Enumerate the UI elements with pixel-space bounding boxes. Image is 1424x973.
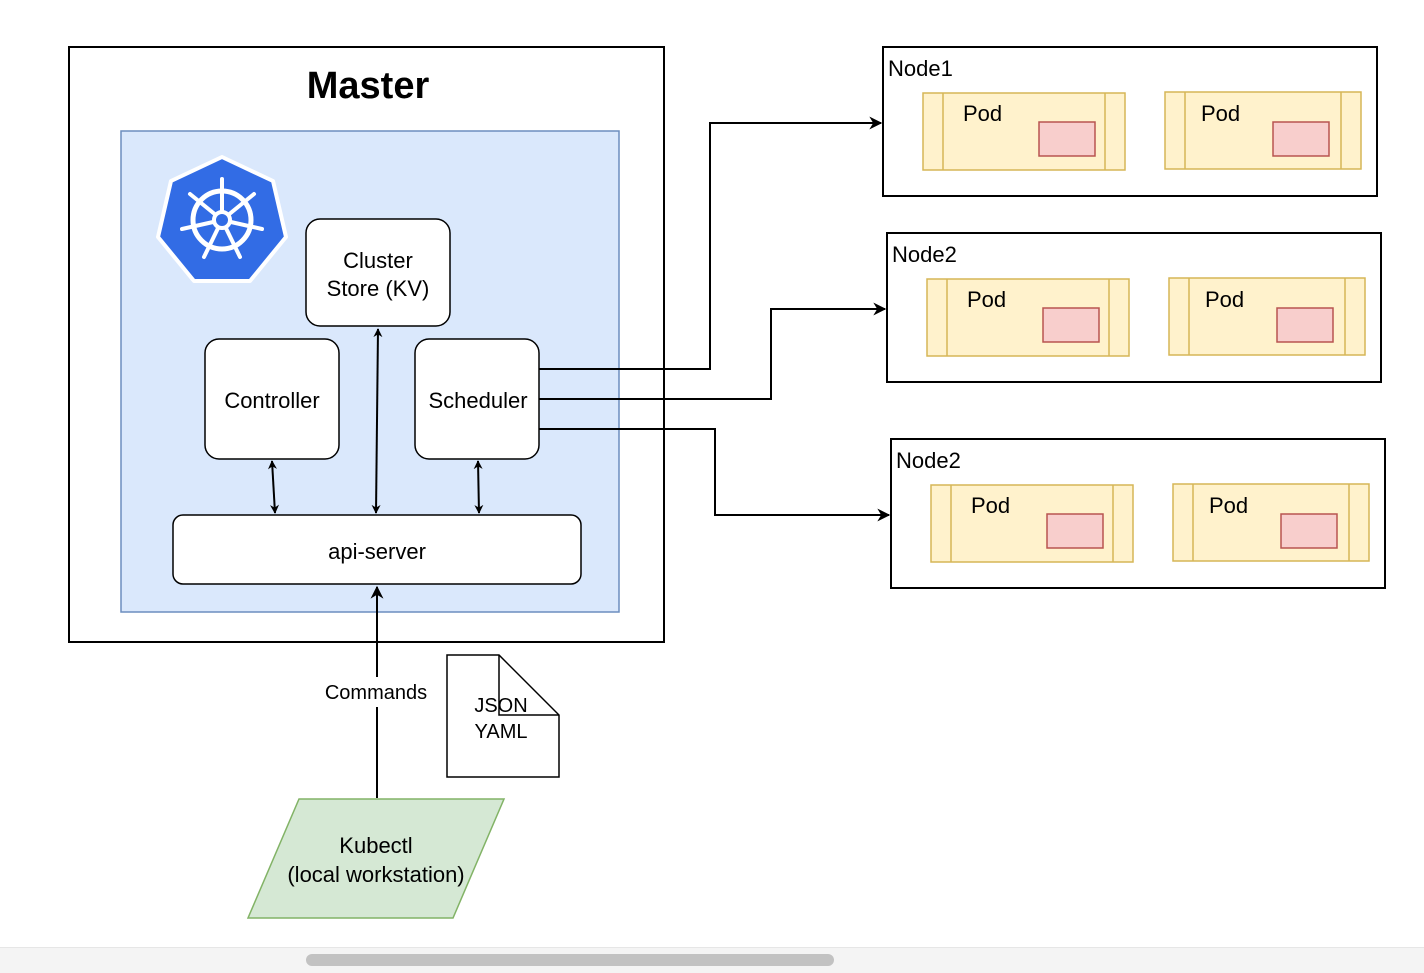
commands-label: Commands: [325, 682, 427, 704]
container: [1042, 307, 1100, 343]
node-1: Node1 Pod Pod: [882, 46, 1378, 197]
node-3: Node2 Pod Pod: [890, 438, 1386, 589]
scheduler-node2-connector: [539, 302, 887, 400]
pod: Pod: [930, 484, 1134, 563]
container: [1280, 513, 1338, 549]
master-title: Master: [307, 65, 430, 107]
pod-label: Pod: [963, 101, 1002, 126]
commands-label-bg: [318, 677, 436, 707]
node-name: Node2: [892, 242, 957, 267]
controller-box: [204, 338, 340, 460]
node-name: Node1: [888, 56, 953, 81]
pod: Pod: [1164, 91, 1362, 170]
pod-label: Pod: [971, 493, 1010, 518]
pod-label: Pod: [967, 287, 1006, 312]
kubectl-label-line1: Kubectl: [339, 833, 412, 858]
pod: Pod: [1168, 277, 1366, 356]
cluster-store-box: [305, 218, 451, 327]
pod-label: Pod: [1205, 287, 1244, 312]
pod: Pod: [1172, 483, 1370, 562]
container: [1272, 121, 1330, 157]
node-2: Node2 Pod Pod: [886, 232, 1382, 383]
cluster-store-label-line2: Store (KV): [327, 276, 430, 301]
api-server-box: [172, 514, 582, 585]
container: [1038, 121, 1096, 157]
cluster-store-label-line1: Cluster: [343, 248, 413, 273]
kubectl-shape: [246, 798, 506, 919]
document-line1: JSON: [474, 695, 527, 717]
kubernetes-helm-icon: [156, 155, 288, 283]
api-server-label: api-server: [328, 539, 426, 564]
scheduler-node1-connector: [539, 116, 883, 370]
pod-label: Pod: [1201, 101, 1240, 126]
pod-label: Pod: [1209, 493, 1248, 518]
scheduler-api-arrow: [473, 460, 484, 514]
kubectl-label-line2: (local workstation): [287, 862, 464, 887]
horizontal-scrollbar-thumb[interactable]: [306, 954, 834, 966]
container: [1046, 513, 1104, 549]
controller-api-arrow: [267, 460, 280, 514]
scheduler-label: Scheduler: [428, 388, 527, 413]
document-line2: YAML: [475, 721, 528, 743]
document-icon: JSON YAML: [446, 654, 560, 778]
node-name: Node2: [896, 448, 961, 473]
container: [1276, 307, 1334, 343]
controller-label: Controller: [224, 388, 319, 413]
pod: Pod: [922, 92, 1126, 171]
pod: Pod: [926, 278, 1130, 357]
store-api-arrow: [371, 328, 383, 514]
scheduler-node3-connector: [539, 428, 891, 522]
